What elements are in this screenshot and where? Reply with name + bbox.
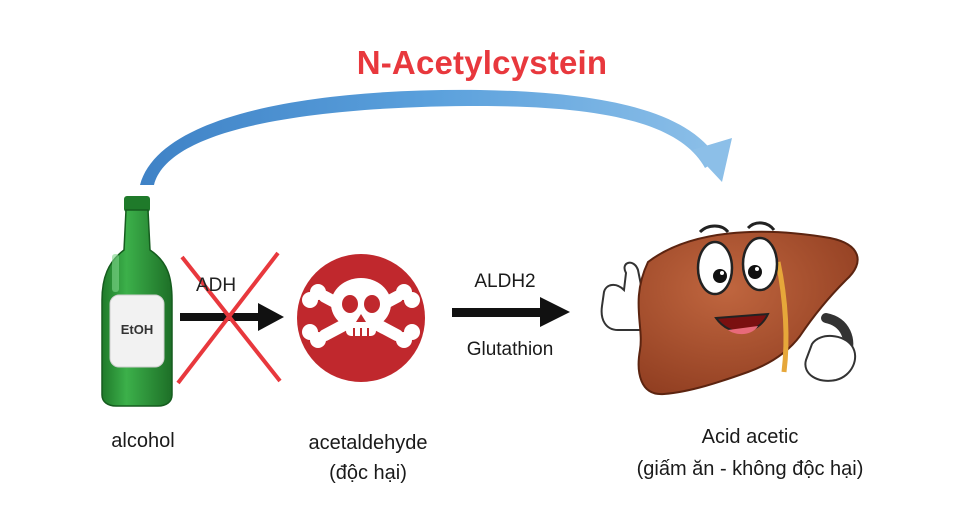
- acid-note: (giấm ăn - không độc hại): [636, 458, 864, 480]
- curved-arrow-icon: [140, 89, 732, 185]
- aldh2-arrow: [452, 297, 570, 327]
- acetaldehyde-label: acetaldehyde: [308, 432, 428, 454]
- acetaldehyde-caption: acetaldehyde (độc hại): [268, 428, 468, 488]
- aldh2-label: ALDH2: [474, 271, 536, 292]
- blocked-arrow: [180, 303, 284, 331]
- acetaldehyde-note: (độc hại): [329, 462, 407, 484]
- bottle-label: EtOH: [120, 322, 154, 337]
- alcohol-label: alcohol: [111, 430, 175, 452]
- skull-crossbones-icon: [297, 254, 425, 382]
- bottle-icon: [101, 196, 173, 407]
- glutathion-label: Glutathion: [466, 339, 554, 360]
- diagram-title: N-Acetylcystein: [356, 44, 608, 81]
- acid-label: Acid acetic: [701, 426, 799, 448]
- adh-label: ADH: [196, 275, 237, 296]
- acid-caption: Acid acetic (giấm ăn - không độc hại): [600, 421, 900, 485]
- liver-mascot-icon: [600, 221, 859, 396]
- cross-mark-icon: [176, 251, 282, 385]
